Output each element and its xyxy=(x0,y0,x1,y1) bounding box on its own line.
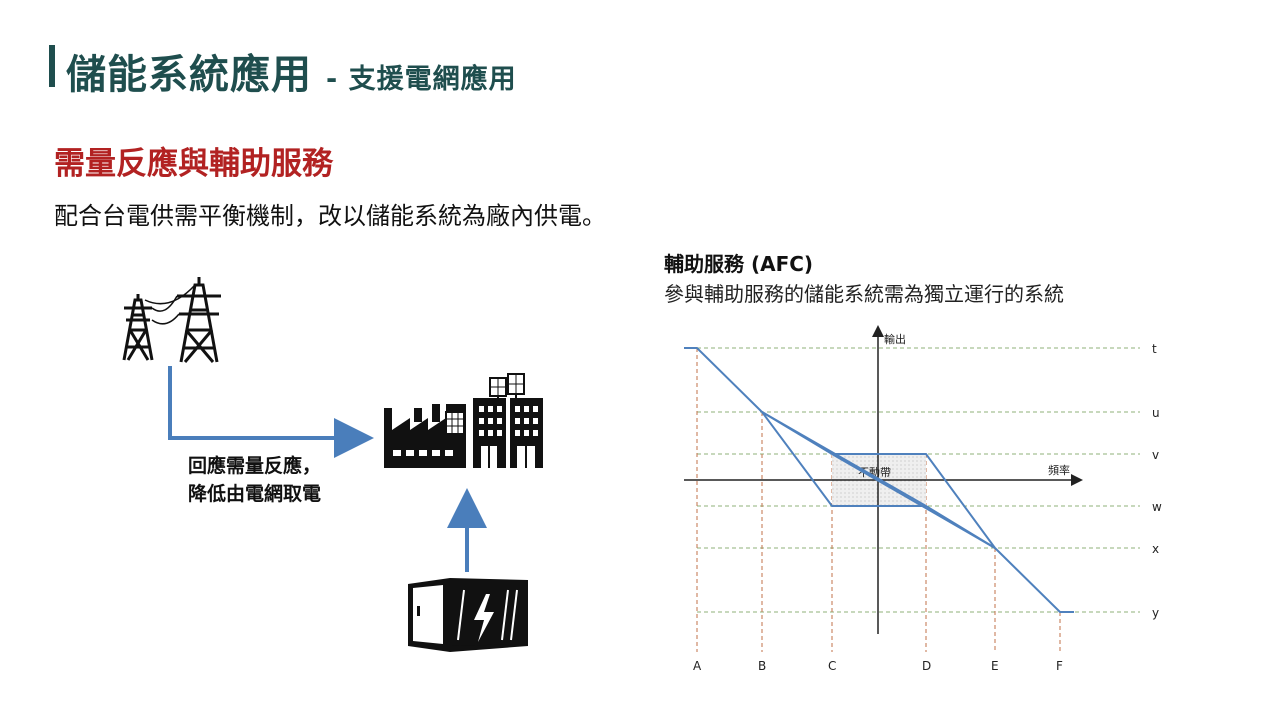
title-accent-bar xyxy=(49,45,55,87)
solar-building-icon xyxy=(473,373,543,468)
page-title: 儲能系統應用 - 支援電網應用 xyxy=(66,42,517,100)
demand-response-label-line2: 降低由電網取電 xyxy=(188,483,322,505)
x-point-label-C: C xyxy=(828,659,836,673)
demand-response-label: 回應需量反應， 降低由電網取電 xyxy=(188,452,321,508)
demand-response-label-line1: 回應需量反應， xyxy=(188,455,322,477)
level-label-u: u xyxy=(1152,406,1160,420)
level-label-v: v xyxy=(1152,448,1159,462)
level-label-w: w xyxy=(1152,500,1162,514)
x-point-label-B: B xyxy=(758,659,766,673)
deadband-label: 不動帶 xyxy=(858,465,891,479)
afc-curve-segment-1 xyxy=(684,347,763,413)
grid-supply-arrow xyxy=(168,366,374,458)
x-point-label-D: D xyxy=(922,659,931,673)
y-axis-label: 輸出 xyxy=(884,332,906,346)
page-title-main: 儲能系統應用 xyxy=(66,52,312,98)
level-label-x: x xyxy=(1152,542,1159,556)
section-heading: 需量反應與輔助服務 xyxy=(54,146,333,182)
battery-container-icon xyxy=(408,578,528,652)
afc-description: 參與輔助服務的儲能系統需為獨立運行的系統 xyxy=(664,282,1064,306)
level-label-y: y xyxy=(1152,606,1159,620)
x-point-label-E: E xyxy=(991,659,999,673)
afc-curve-segment-6 xyxy=(994,547,1074,613)
afc-title: 輔助服務 (AFC) xyxy=(664,252,814,276)
page-subtitle: - 支援電網應用 xyxy=(326,64,517,95)
transmission-tower-icon xyxy=(122,277,221,363)
level-label-t: t xyxy=(1152,342,1157,356)
x-point-label-A: A xyxy=(693,659,702,673)
solar-panel-icon xyxy=(445,411,465,435)
afc-curve-segment-5 xyxy=(831,453,996,549)
x-point-label-F: F xyxy=(1056,659,1063,673)
x-axis-label: 頻率 xyxy=(1048,463,1070,477)
afc-curve-segment-4 xyxy=(761,411,927,507)
section-description: 配合台電供需平衡機制，改以儲能系統為廠內供電。 xyxy=(54,202,606,230)
